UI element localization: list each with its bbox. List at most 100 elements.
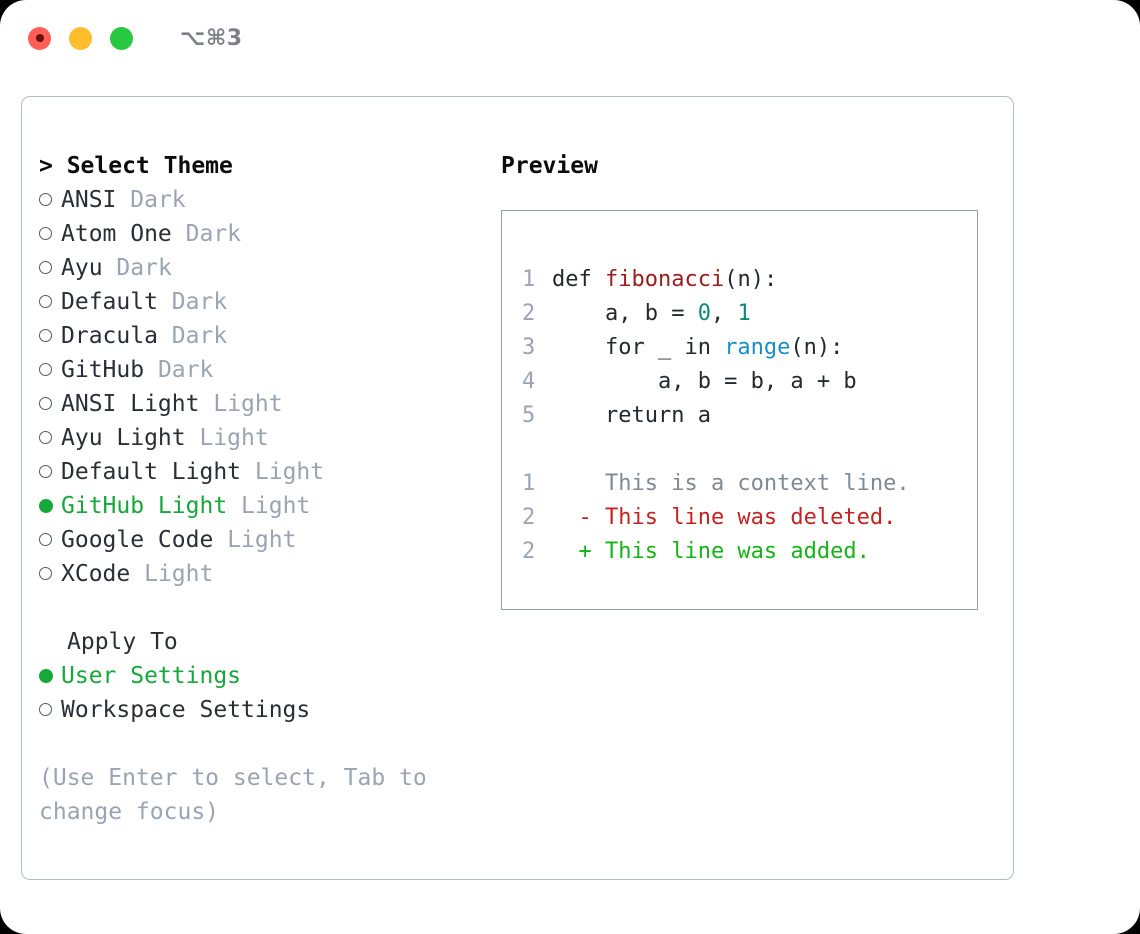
diff-line-text: - This line was deleted. [552,505,897,530]
apply-to-option-label: User Settings [61,663,242,689]
theme-option-default[interactable]: Default Dark [39,285,499,319]
code-token-plain: (n): [790,335,844,360]
code-token-num: 0 [697,301,711,326]
radio-unselected-icon[interactable] [39,216,61,250]
radio-unselected-icon[interactable] [39,420,61,454]
code-token-plain: a, b = [552,301,698,326]
code-token-plain: (n): [724,267,778,292]
code-token-plain: , [710,301,738,326]
radio-unselected-icon[interactable] [39,386,61,420]
theme-variant-tag: Light [241,493,311,519]
radio-unselected-icon[interactable] [39,182,61,216]
code-token-plain: a, b = b, a + b [552,369,857,394]
theme-variant-tag: Dark [130,187,186,213]
code-token-call: range [724,335,791,360]
line-number: 2 [522,301,536,326]
theme-option-ayu[interactable]: Ayu Dark [39,251,499,285]
radio-unselected-icon[interactable] [39,556,61,590]
code-token-num: 1 [737,301,751,326]
apply-to-option-workspace-settings[interactable]: Workspace Settings [39,693,499,727]
radio-selected-icon[interactable] [39,488,61,522]
theme-option-github-light[interactable]: GitHub Light Light [39,489,499,523]
theme-variant-tag: Dark [116,255,172,281]
theme-variant-tag: Dark [157,357,214,383]
list-spacer [39,591,499,625]
line-number: 1 [522,471,536,496]
theme-option-label: Default [61,289,158,315]
theme-option-github[interactable]: GitHub Dark [39,353,499,387]
radio-unselected-icon[interactable] [39,318,61,352]
theme-option-label: GitHub Light [61,493,228,519]
theme-variant-tag: Light [199,425,269,451]
theme-option-label: Google Code [61,527,214,553]
keyboard-shortcut-label: ⌥⌘3 [180,25,243,51]
preview-title: Preview [501,153,598,179]
radio-unselected-icon[interactable] [39,454,61,488]
window-controls [28,26,133,50]
line-number: 1 [522,267,536,292]
radio-unselected-icon[interactable] [39,692,61,726]
apply-to-option-label: Workspace Settings [61,697,311,723]
theme-option-label: Atom One [61,221,172,247]
maximize-icon[interactable] [110,26,133,50]
diff-line-del: 2 - This line was deleted. [522,501,977,535]
code-token-plain: for _ in [552,335,725,360]
theme-option-default-light[interactable]: Default Light Light [39,455,499,489]
radio-unselected-icon[interactable] [39,250,61,284]
theme-option-atom-one[interactable]: Atom One Dark [39,217,499,251]
line-number: 3 [522,335,536,360]
line-number: 4 [522,369,536,394]
theme-option-label: Default Light [61,459,242,485]
theme-variant-tag: Dark [185,221,242,247]
theme-option-dracula[interactable]: Dracula Dark [39,319,499,353]
keyboard-hint: (Use Enter to select, Tab to change focu… [39,765,427,825]
theme-option-xcode[interactable]: XCode Light [39,557,499,591]
code-token-plain: def [552,267,605,292]
minimize-icon[interactable] [69,26,92,50]
code-line: 2 a, b = 0, 1 [522,297,977,331]
code-line: 3 for _ in range(n): [522,331,977,365]
theme-option-label: Ayu Light [61,425,186,451]
theme-option-label: GitHub [61,357,145,383]
close-icon[interactable] [28,26,51,50]
theme-option-label: ANSI Light [61,391,200,417]
apply-to-header: Apply To [67,629,178,655]
diff-line-text: + This line was added. [552,539,870,564]
theme-option-ansi-light[interactable]: ANSI Light Light [39,387,499,421]
theme-option-google-code[interactable]: Google Code Light [39,523,499,557]
title-bar: ⌥⌘3 [0,0,1140,76]
radio-unselected-icon[interactable] [39,284,61,318]
theme-variant-tag: Light [144,561,214,587]
diff-line-text: This is a context line. [552,471,910,496]
theme-variant-tag: Light [213,391,283,417]
theme-variant-tag: Dark [171,289,228,315]
code-line: 5 return a [522,399,977,433]
code-line: 4 a, b = b, a + b [522,365,977,399]
apply-to-option-user-settings[interactable]: User Settings [39,659,499,693]
theme-option-ansi[interactable]: ANSI Dark [39,183,499,217]
theme-option-label: ANSI [61,187,117,213]
diff-line-ctx: 1 This is a context line. [522,467,977,501]
select-theme-header: > Select Theme [39,153,233,179]
theme-variant-tag: Light [227,527,297,553]
radio-unselected-icon[interactable] [39,522,61,556]
theme-option-ayu-light[interactable]: Ayu Light Light [39,421,499,455]
theme-variant-tag: Dark [171,323,228,349]
radio-unselected-icon[interactable] [39,352,61,386]
radio-selected-icon[interactable] [39,658,61,692]
line-number: 2 [522,505,536,530]
theme-option-label: XCode [61,561,131,587]
theme-option-label: Dracula [61,323,158,349]
theme-variant-tag: Light [254,459,325,485]
code-diff-gap [522,433,977,467]
theme-option-label: Ayu [61,255,103,281]
